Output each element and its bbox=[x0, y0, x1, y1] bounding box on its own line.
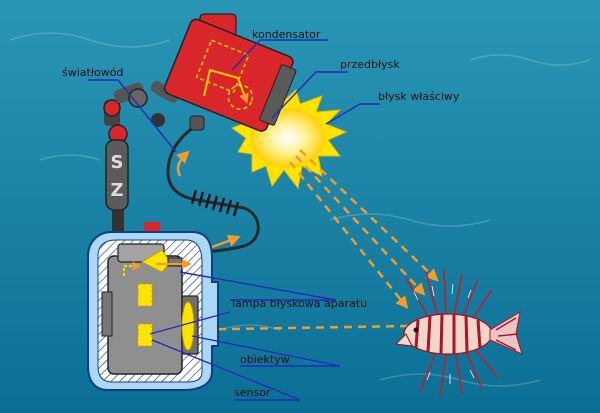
svg-text:S: S bbox=[111, 152, 124, 173]
leader-lines bbox=[88, 39, 380, 401]
sensor-chip bbox=[137, 283, 153, 307]
lens-element bbox=[181, 301, 195, 351]
label-blysk-wlasciwy: błysk właściwy bbox=[378, 90, 460, 103]
strobe-unit bbox=[163, 13, 297, 132]
lionfish bbox=[394, 269, 523, 397]
label-lampa: lampa błyskowa aparatu bbox=[232, 297, 367, 310]
water-ripples bbox=[9, 32, 591, 387]
label-swiatlowod: światłowód bbox=[62, 66, 123, 79]
mounting-arm: S Z bbox=[103, 81, 180, 232]
fiber-cable bbox=[166, 122, 260, 256]
label-obiektyw: obiektyw bbox=[240, 353, 290, 366]
label-kondensator: kondensator bbox=[252, 28, 321, 41]
sensor-chip-lower bbox=[137, 323, 153, 347]
strobe-flow-arrows bbox=[203, 68, 249, 104]
label-przedblysk: przedbłysk bbox=[340, 58, 400, 71]
camera-flash bbox=[140, 249, 192, 273]
fiber-coil bbox=[190, 189, 240, 217]
label-sensor: sensor bbox=[234, 386, 271, 399]
svg-text:Z: Z bbox=[110, 180, 123, 201]
